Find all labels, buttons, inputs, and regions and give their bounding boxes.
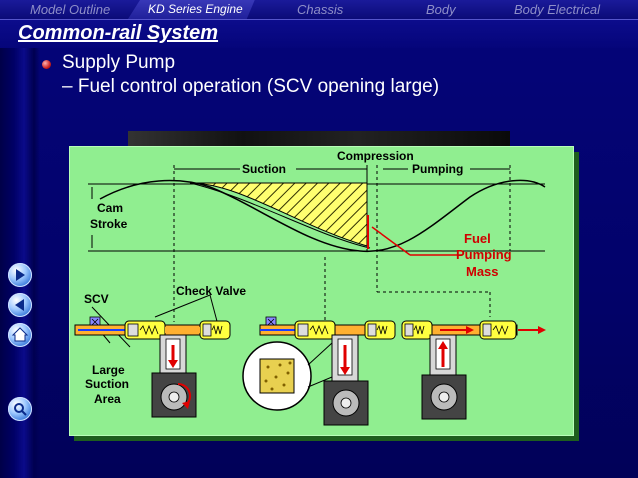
label-mass: Mass	[466, 264, 499, 279]
label-scv: SCV	[84, 292, 109, 306]
tab-body-electrical[interactable]: Body Electrical	[514, 2, 600, 17]
label-large: Large	[92, 363, 125, 377]
supply-pump-diagram: Compression Suction Pumping Cam Stroke F…	[69, 146, 574, 436]
diagram-graphic	[74, 165, 546, 426]
label-pumping-mass: Pumping	[456, 247, 512, 262]
label-compression: Compression	[337, 149, 414, 163]
back-button[interactable]	[8, 293, 32, 317]
left-pump-assembly	[74, 316, 231, 418]
search-icon	[14, 403, 27, 416]
label-check-valve: Check Valve	[176, 284, 247, 298]
bullet-icon	[42, 60, 51, 69]
title-bar	[0, 20, 638, 48]
next-arrow-icon	[16, 269, 25, 281]
tab-model-outline[interactable]: Model Outline	[30, 2, 111, 17]
tab-body[interactable]: Body	[426, 2, 456, 17]
tab-chassis[interactable]: Chassis	[297, 2, 344, 17]
bullet-text: Supply Pump	[62, 52, 176, 73]
label-suction-area: Suction	[85, 377, 129, 391]
page-title: Common-rail System	[18, 22, 219, 44]
next-button[interactable]	[8, 263, 32, 287]
sub-bullet-text: – Fuel control operation (SCV opening la…	[62, 76, 440, 97]
label-cam: Cam	[97, 201, 124, 215]
middle-pump-assembly	[242, 316, 396, 426]
tab-kd-series-engine[interactable]: KD Series Engine	[128, 0, 255, 19]
label-suction: Suction	[242, 162, 286, 176]
home-button[interactable]	[8, 323, 32, 347]
label-area: Area	[94, 392, 121, 406]
home-icon	[11, 327, 29, 342]
search-button[interactable]	[8, 397, 32, 421]
back-arrow-icon	[15, 299, 24, 311]
image-top-strip	[128, 131, 510, 148]
right-pump-assembly	[401, 320, 546, 420]
label-pumping: Pumping	[412, 162, 464, 176]
label-stroke: Stroke	[90, 217, 128, 231]
top-navigation: Model Outline KD Series Engine Chassis B…	[0, 0, 638, 20]
label-fuel: Fuel	[464, 231, 491, 246]
